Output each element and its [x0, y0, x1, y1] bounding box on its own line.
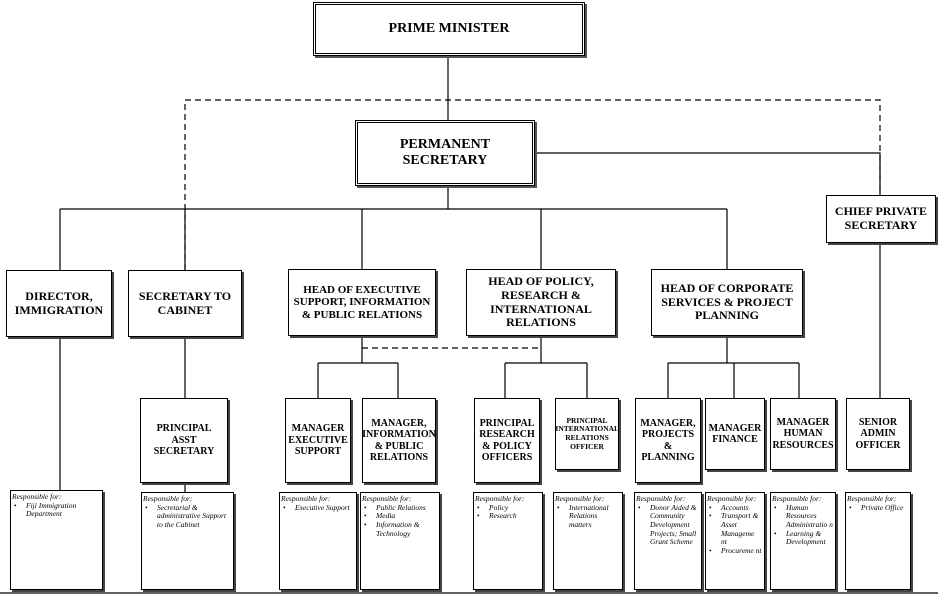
node-permanent-secretary: PERMANENT SECRETARY: [355, 120, 535, 186]
resp-item: Media: [364, 512, 437, 521]
resp-item: Fiji Immigration Department: [14, 501, 100, 519]
node-manager-finance: MANAGER FINANCE: [705, 398, 765, 470]
resp-manager-human-resources: Responsible for: Human Resources Adminis…: [770, 492, 836, 590]
resp-director-immigration: Responsible for: Fiji Immigration Depart…: [10, 490, 103, 590]
node-principal-research-policy: PRINCIPAL RESEARCH & POLICY OFFICERS: [474, 398, 540, 483]
resp-item: Secretarial & administrative Support to …: [145, 503, 231, 530]
node-label: PRIME MINISTER: [388, 20, 510, 36]
resp-item: Policy: [477, 503, 540, 513]
resp-list: Public Relations Media Information & Tec…: [362, 503, 437, 539]
resp-list: Private Office: [847, 503, 908, 513]
resp-manager-executive-support: Responsible for: Executive Support: [279, 492, 357, 590]
node-label: HEAD OF EXECUTIVE SUPPORT, INFORMATION &…: [293, 283, 431, 321]
node-director-immigration: DIRECTOR, IMMIGRATION: [6, 270, 112, 337]
resp-item: Learning & Development: [774, 529, 833, 547]
resp-item: Information & Technology: [364, 520, 437, 538]
node-head-policy-research: HEAD OF POLICY, RESEARCH & INTERNATIONAL…: [466, 269, 616, 336]
resp-header: Responsible for:: [636, 494, 686, 503]
resp-list: Fiji Immigration Department: [12, 501, 100, 519]
resp-principal-asst-secretary: Responsible for: Secretarial & administr…: [141, 492, 234, 590]
resp-manager-finance: Responsible for: Accounts Transport & As…: [705, 492, 765, 590]
node-label: PRINCIPAL RESEARCH & POLICY OFFICERS: [479, 417, 535, 464]
node-label: PRINCIPAL ASST SECRETARY: [153, 423, 215, 458]
resp-header: Responsible for:: [475, 494, 525, 503]
node-label: HEAD OF POLICY, RESEARCH & INTERNATIONAL…: [488, 273, 594, 330]
resp-item: Accounts: [709, 503, 762, 513]
node-manager-human-resources: MANAGER HUMAN RESOURCES: [770, 398, 836, 470]
resp-principal-international-relations: Responsible for: International Relations…: [553, 492, 623, 590]
node-label: SECRETARY TO CABINET: [138, 288, 232, 317]
node-label: HEAD OF CORPORATE SERVICES & PROJECT PLA…: [660, 280, 794, 323]
resp-list: Accounts Transport & Asset Manageme nt P…: [707, 503, 762, 556]
resp-header: Responsible for:: [707, 494, 757, 503]
resp-manager-projects-planning: Responsible for: Donor Aided & Community…: [634, 492, 702, 590]
node-manager-projects-planning: MANAGER, PROJECTS & PLANNING: [635, 398, 701, 483]
node-head-executive-support: HEAD OF EXECUTIVE SUPPORT, INFORMATION &…: [288, 269, 436, 336]
resp-item: Private Office: [849, 503, 908, 513]
resp-list: Human Resources Administratio n Learning…: [772, 503, 833, 547]
node-label: DIRECTOR, IMMIGRATION: [14, 288, 104, 317]
resp-header: Responsible for:: [555, 494, 605, 503]
node-label: SENIOR ADMIN OFFICER: [855, 416, 901, 451]
node-label: MANAGER EXECUTIVE SUPPORT: [288, 423, 348, 458]
resp-item: Public Relations: [364, 503, 437, 513]
node-senior-admin-officer: SENIOR ADMIN OFFICER: [846, 398, 910, 470]
resp-list: International Relations matters: [555, 503, 620, 530]
node-principal-asst-secretary: PRINCIPAL ASST SECRETARY: [140, 398, 228, 483]
node-label: MANAGER FINANCE: [708, 422, 762, 446]
resp-manager-information-pr: Responsible for: Public Relations Media …: [360, 492, 440, 590]
resp-header: Responsible for:: [12, 492, 62, 501]
resp-item: Research: [477, 512, 540, 521]
dashed-link-pm-outer: [184, 99, 881, 270]
node-head-corporate-services: HEAD OF CORPORATE SERVICES & PROJECT PLA…: [651, 269, 803, 336]
resp-header: Responsible for:: [143, 494, 193, 503]
resp-item: International Relations matters: [557, 503, 620, 530]
resp-item: Transport & Asset Manageme nt: [709, 511, 762, 547]
resp-senior-admin-officer: Responsible for: Private Office: [845, 492, 911, 590]
resp-item: Donor Aided & Community Development Proj…: [638, 503, 699, 547]
resp-list: Policy Research: [475, 503, 540, 521]
node-label: PRINCIPAL INTERNATIONAL RELATIONS OFFICE…: [555, 415, 620, 451]
resp-list: Executive Support: [281, 503, 354, 513]
node-label: PERMANENT SECRETARY: [399, 136, 491, 168]
resp-header: Responsible for:: [847, 494, 897, 503]
node-manager-information-pr: MANAGER, INFORMATION & PUBLIC RELATIONS: [362, 398, 436, 483]
node-principal-international-relations: PRINCIPAL INTERNATIONAL RELATIONS OFFICE…: [555, 398, 619, 470]
resp-principal-research-policy: Responsible for: Policy Research: [473, 492, 543, 590]
resp-header: Responsible for:: [362, 494, 412, 503]
resp-list: Secretarial & administrative Support to …: [143, 503, 231, 530]
resp-header: Responsible for:: [772, 494, 822, 503]
resp-item: Procureme nt: [709, 546, 762, 556]
node-manager-executive-support: MANAGER EXECUTIVE SUPPORT: [285, 398, 351, 483]
resp-item: Executive Support: [283, 503, 354, 513]
node-label: CHIEF PRIVATE SECRETARY: [834, 204, 928, 232]
node-chief-private-secretary: CHIEF PRIVATE SECRETARY: [826, 195, 936, 243]
node-label: MANAGER HUMAN RESOURCES: [772, 416, 834, 451]
node-label: MANAGER, INFORMATION & PUBLIC RELATIONS: [362, 417, 436, 464]
resp-item: Human Resources Administratio n: [774, 503, 833, 530]
node-label: MANAGER, PROJECTS & PLANNING: [640, 417, 696, 464]
resp-list: Donor Aided & Community Development Proj…: [636, 503, 699, 547]
connector-ps-cps: [535, 152, 881, 195]
node-secretary-to-cabinet: SECRETARY TO CABINET: [128, 270, 242, 337]
resp-header: Responsible for:: [281, 494, 331, 503]
node-prime-minister: PRIME MINISTER: [313, 2, 585, 56]
